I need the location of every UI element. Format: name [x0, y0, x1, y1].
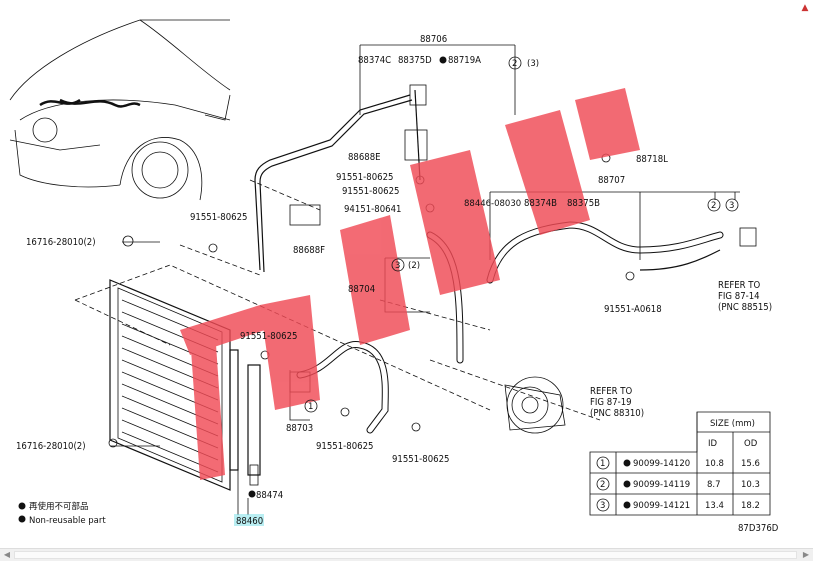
callout-91551-A0618: 91551-A0618 [604, 304, 662, 315]
svg-text:8.7: 8.7 [707, 480, 721, 490]
callout-91551-80625-b: 91551-80625 [342, 186, 399, 197]
callout-91551-80625-left: 91551-80625 [190, 212, 247, 223]
svg-text:1: 1 [600, 459, 605, 469]
svg-text:10.3: 10.3 [741, 480, 760, 490]
svg-text:18.2: 18.2 [741, 501, 760, 511]
callout-88688F: 88688F [293, 245, 325, 256]
refer-87-19-line1: REFER TO [590, 386, 633, 397]
highlight-88460 [234, 514, 264, 526]
callout-88707: 88707 [598, 175, 625, 186]
non-reusable-mark [248, 490, 256, 498]
table-row: 2 90099-14119 8.7 10.3 [596, 477, 760, 491]
circle-2: 2 [512, 59, 517, 69]
table-row: 1 90099-14120 10.8 15.6 [596, 456, 760, 470]
callout-88446-08030: 88446-08030 [464, 199, 521, 209]
car-front-illustration [9, 19, 231, 201]
svg-text:15.6: 15.6 [741, 459, 760, 469]
refer-87-14-line3: (PNC 88515) [718, 302, 772, 313]
callout-91551-80625-bl: 91551-80625 [316, 441, 373, 452]
table-col-od: OD [744, 439, 758, 449]
circle-2-right: 2 [711, 201, 716, 211]
circle-1-mid: 1 [308, 402, 313, 412]
callout-88706: 88706 [420, 34, 447, 45]
circle-3-text: (3) [527, 59, 539, 69]
callout-88474: 88474 [256, 490, 283, 501]
svg-text:90099-14119: 90099-14119 [633, 480, 690, 490]
callout-91551-80625-br: 91551-80625 [392, 454, 449, 465]
compressor-illustration [504, 376, 566, 434]
legend-dot-en [18, 515, 26, 523]
callout-88374C: 88374C [358, 55, 391, 66]
brand-watermark [180, 88, 640, 480]
callout-88375D: 88375D [398, 55, 432, 66]
table-col-id: ID [708, 439, 718, 449]
scroll-right-arrow-icon[interactable]: ▶ [802, 550, 810, 559]
callout-91551-80625-a: 91551-80625 [336, 172, 393, 183]
refer-87-19-line2: FIG 87-19 [590, 397, 632, 408]
circle-3-right: 3 [729, 201, 734, 211]
callout-94151-80641: 94151-80641 [344, 204, 401, 215]
callout-88703: 88703 [286, 423, 313, 434]
table-header-size: SIZE (mm) [710, 419, 755, 429]
legend-dot-cn [18, 502, 26, 510]
callout-88375B: 88375B [567, 198, 600, 209]
callout-88718L: 88718L [636, 154, 668, 165]
table-row: 3 90099-14121 13.4 18.2 [596, 498, 760, 512]
callout-88719A: 88719A [448, 55, 481, 66]
callout-88460: 88460 [236, 516, 263, 527]
dashed-reference-lines [74, 179, 601, 421]
legend-non-reusable-cn: 再使用不可部品 [29, 501, 89, 512]
diagram-code: 87D376D [738, 523, 779, 534]
refer-87-19-line3: (PNC 88310) [590, 408, 644, 419]
svg-text:10.8: 10.8 [705, 459, 724, 469]
condenser-assembly [109, 279, 261, 491]
svg-text:90099-14120: 90099-14120 [633, 459, 690, 469]
scrollbar-thumb[interactable] [14, 551, 797, 559]
callout-88704: 88704 [348, 284, 375, 295]
svg-text:2: 2 [600, 480, 605, 490]
callout-91551-80625-mid: 91551-80625 [240, 331, 297, 342]
horizontal-scrollbar[interactable]: ◀ ▶ [0, 548, 813, 561]
circle-3-mid: 3 [395, 261, 400, 271]
non-reusable-mark [439, 56, 447, 64]
circle-2-mid-text: (2) [408, 261, 420, 271]
svg-text:3: 3 [600, 501, 605, 511]
callout-88374B: 88374B [524, 198, 557, 209]
svg-text:90099-14121: 90099-14121 [633, 501, 690, 511]
svg-text:13.4: 13.4 [705, 501, 724, 511]
legend-non-reusable-en: Non-reusable part [29, 516, 106, 526]
callout-labels: 88706 88374C 88375D 88719A 2 (3) 88688E … [16, 34, 779, 534]
callout-16716-28010-bottom: 16716-28010(2) [16, 441, 86, 452]
refer-87-14-line2: FIG 87-14 [718, 291, 760, 302]
callout-88688E: 88688E [348, 152, 381, 163]
scroll-up-arrow-icon[interactable]: ▲ [801, 3, 809, 13]
scroll-left-arrow-icon[interactable]: ◀ [3, 550, 11, 559]
callout-16716-28010-top: 16716-28010(2) [26, 237, 96, 248]
hose-size-table: SIZE (mm) ID OD 1 90099-14120 10.8 15.6 … [589, 411, 771, 516]
refer-87-14-line1: REFER TO [718, 280, 761, 291]
